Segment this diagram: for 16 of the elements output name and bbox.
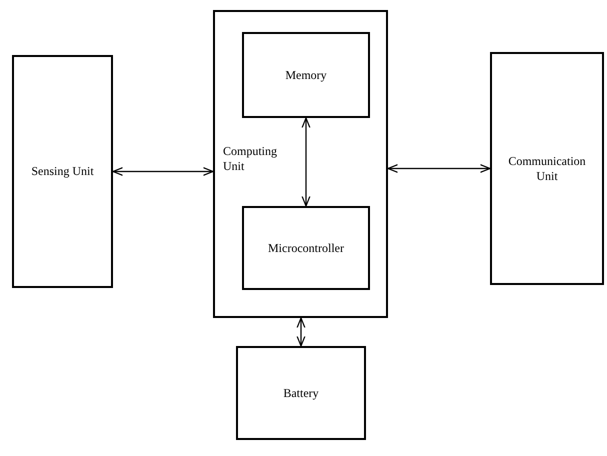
unit-label: Sensing Unit [31, 164, 94, 179]
double-arrow [296, 317, 306, 347]
double-arrow [112, 167, 214, 176]
unit-label: Computing Unit [223, 144, 278, 174]
unit-box [12, 55, 113, 288]
unit-box [242, 206, 370, 290]
unit-container-box [213, 10, 388, 318]
unit-label: Microcontroller [268, 240, 344, 256]
unit-box [242, 32, 370, 118]
unit-label: Battery [283, 386, 319, 400]
unit-label: Communication Unit [507, 154, 587, 184]
double-arrow [302, 117, 310, 207]
unit-box [236, 346, 366, 440]
double-arrow [387, 164, 491, 173]
unit-label: Memory [285, 68, 327, 82]
unit-box [490, 52, 604, 285]
